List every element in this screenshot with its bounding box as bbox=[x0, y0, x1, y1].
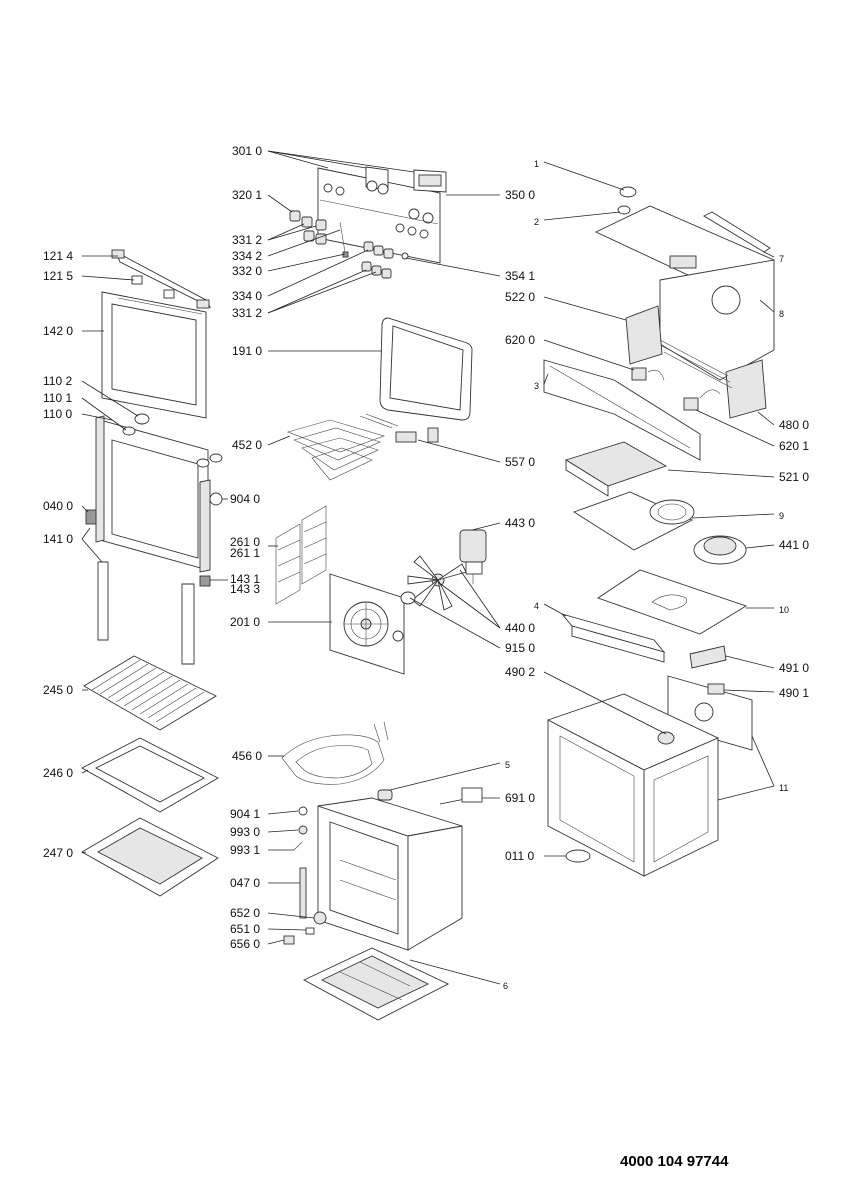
callout-334-2: 334 2 bbox=[232, 249, 263, 263]
terminal-block-part bbox=[689, 645, 727, 669]
control-panel-part bbox=[317, 166, 441, 264]
callout-456-0: 456 0 bbox=[232, 749, 263, 763]
top-cover-part bbox=[594, 186, 776, 381]
callout-334-0: 334 0 bbox=[232, 289, 263, 303]
callout-557-0: 557 0 bbox=[505, 455, 536, 469]
baking-tray-part bbox=[81, 737, 219, 813]
callout-143-3: 143 3 bbox=[230, 582, 261, 596]
callout-443-0: 443 0 bbox=[505, 516, 536, 530]
callout-191-0: 191 0 bbox=[232, 344, 263, 358]
lower-heating-element-part bbox=[281, 721, 389, 785]
callout-040-0: 040 0 bbox=[43, 499, 74, 513]
callout-651-0: 651 0 bbox=[230, 922, 261, 936]
callout-110-2: 110 2 bbox=[43, 374, 73, 388]
oven-cavity-part bbox=[299, 797, 463, 951]
side-rails-part bbox=[275, 505, 327, 605]
control-modules-part bbox=[625, 305, 767, 419]
callout-9: 9 bbox=[779, 511, 785, 521]
callout-261-0: 261 0 bbox=[230, 535, 261, 549]
callout-10: 10 bbox=[779, 605, 790, 615]
callout-620-1: 620 1 bbox=[779, 439, 810, 453]
electronic-board-part bbox=[564, 441, 668, 497]
callout-354-1: 354 1 bbox=[505, 269, 536, 283]
callout-350-0: 350 0 bbox=[505, 188, 536, 202]
display-module-part bbox=[413, 169, 447, 193]
back-panel-part bbox=[329, 573, 405, 675]
fan-blade-part bbox=[400, 555, 467, 611]
callout-142-0: 142 0 bbox=[43, 324, 74, 338]
oven-housing-part bbox=[546, 693, 720, 877]
callout-3: 3 bbox=[534, 381, 540, 391]
cavity-small-parts bbox=[283, 806, 327, 945]
callout-7: 7 bbox=[779, 254, 785, 264]
leader-lines bbox=[81, 150, 775, 985]
callout-480-0: 480 0 bbox=[779, 418, 810, 432]
callout-620-0: 620 0 bbox=[505, 333, 536, 347]
callout-491-0: 491 0 bbox=[779, 661, 810, 675]
knobs-part bbox=[289, 210, 409, 279]
callout-993-0: 993 0 bbox=[230, 825, 261, 839]
callout-011-0: 011 0 bbox=[505, 849, 535, 863]
callout-121-5: 121 5 bbox=[43, 269, 74, 283]
callout-11: 11 bbox=[779, 783, 789, 793]
bracket-part bbox=[543, 359, 701, 461]
callout-2: 2 bbox=[534, 217, 540, 227]
door-hinge-part bbox=[439, 787, 483, 805]
lamp-part bbox=[377, 789, 393, 801]
grill-element-part bbox=[287, 413, 439, 481]
callout-521-0: 521 0 bbox=[779, 470, 810, 484]
callout-121-4: 121 4 bbox=[43, 249, 74, 263]
callout-452-0: 452 0 bbox=[232, 438, 263, 452]
callout-904-0: 904 0 bbox=[230, 492, 261, 506]
callout-652-0: 652 0 bbox=[230, 906, 261, 920]
inner-door-glass-part bbox=[85, 413, 223, 587]
callout-261-1: 261 1 bbox=[230, 546, 261, 560]
bottom-panel-part bbox=[303, 947, 450, 1021]
cooling-fan-part bbox=[693, 535, 747, 565]
callout-656-0: 656 0 bbox=[230, 937, 261, 951]
callout-904-1: 904 1 bbox=[230, 807, 261, 821]
outer-door-glass-part bbox=[101, 291, 207, 419]
callout-320-1: 320 1 bbox=[232, 188, 263, 202]
callout-441-0: 441 0 bbox=[779, 538, 810, 552]
callout-490-2: 490 2 bbox=[505, 665, 536, 679]
callout-331-2: 331 2 bbox=[232, 233, 263, 247]
callout-993-1: 993 1 bbox=[230, 843, 261, 857]
top-plate-part bbox=[560, 569, 748, 663]
callout-110-0: 110 0 bbox=[43, 407, 73, 421]
callout-331-2-b: 331 2 bbox=[232, 306, 263, 320]
callout-245-0: 245 0 bbox=[43, 683, 74, 697]
document-number: 4000 104 97744 bbox=[620, 1153, 729, 1170]
callout-143-1: 143 1 bbox=[230, 572, 261, 586]
callout-8: 8 bbox=[779, 309, 785, 319]
callout-1: 1 bbox=[534, 159, 540, 169]
callout-332-0: 332 0 bbox=[232, 264, 263, 278]
callout-522-0: 522 0 bbox=[505, 290, 536, 304]
callout-047-0: 047 0 bbox=[230, 876, 261, 890]
callout-691-0: 691 0 bbox=[505, 791, 536, 805]
callout-440-0: 440 0 bbox=[505, 621, 536, 635]
oven-gasket-part bbox=[379, 317, 473, 421]
callout-141-0: 141 0 bbox=[43, 532, 74, 546]
callout-4: 4 bbox=[534, 601, 540, 611]
callout-5: 5 bbox=[505, 760, 511, 770]
fan-plate-part bbox=[572, 491, 695, 551]
deep-tray-part bbox=[81, 817, 219, 897]
callout-6: 6 bbox=[503, 981, 509, 991]
callout-490-1: 490 1 bbox=[779, 686, 810, 700]
callout-246-0: 246 0 bbox=[43, 766, 74, 780]
callout-301-0: 301 0 bbox=[232, 144, 263, 158]
callout-247-0: 247 0 bbox=[43, 846, 74, 860]
door-seal-strips-part bbox=[97, 561, 195, 665]
callout-110-1: 110 1 bbox=[43, 391, 73, 405]
callout-915-0: 915 0 bbox=[505, 641, 536, 655]
callout-201-0: 201 0 bbox=[230, 615, 261, 629]
wire-rack-part bbox=[83, 655, 217, 731]
